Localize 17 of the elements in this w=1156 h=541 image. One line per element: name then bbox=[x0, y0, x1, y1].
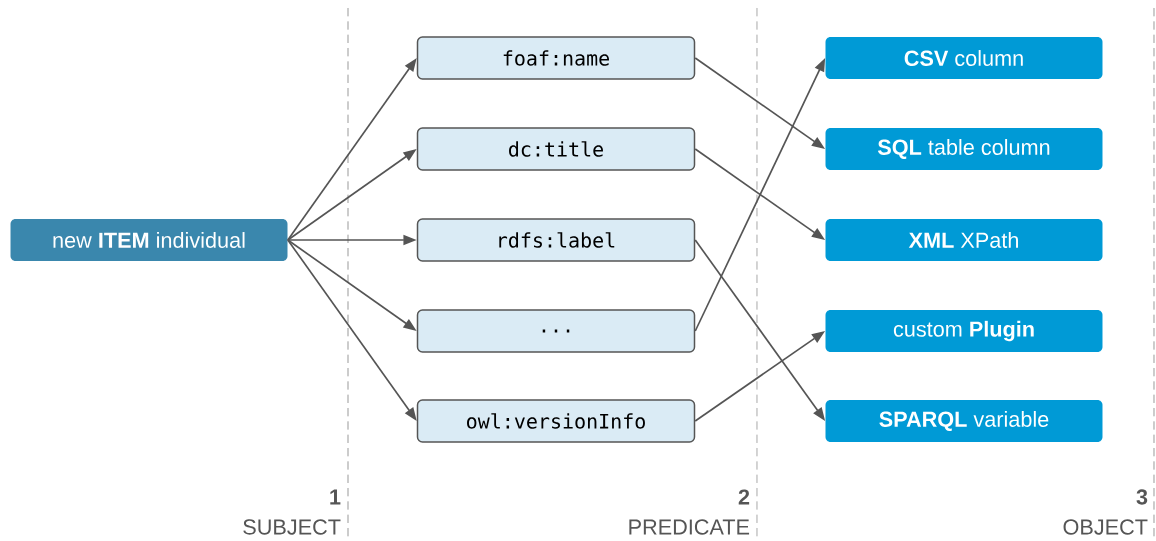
column-label: OBJECT bbox=[1063, 519, 1148, 535]
column-number: 1 bbox=[330, 489, 341, 505]
predicate-box: ... bbox=[416, 309, 696, 353]
object-box: XML XPath bbox=[825, 219, 1103, 261]
predicate-box: dc:title bbox=[416, 127, 696, 171]
column-label: PREDICATE bbox=[629, 519, 750, 535]
predicate-box: rdfs:label bbox=[416, 218, 696, 262]
column-label: SUBJECT bbox=[243, 519, 341, 535]
subject-box: new ITEM individual bbox=[10, 219, 288, 261]
object-box: SQL table column bbox=[825, 128, 1103, 170]
predicate-box: foaf:name bbox=[416, 36, 696, 80]
object-box: SPARQL variable bbox=[825, 400, 1103, 442]
column-number: 3 bbox=[1136, 489, 1148, 505]
column-number: 2 bbox=[738, 489, 750, 505]
object-box: custom Plugin bbox=[825, 310, 1103, 352]
object-box: CSV column bbox=[825, 37, 1103, 79]
predicate-box: owl:versionInfo bbox=[416, 399, 696, 443]
